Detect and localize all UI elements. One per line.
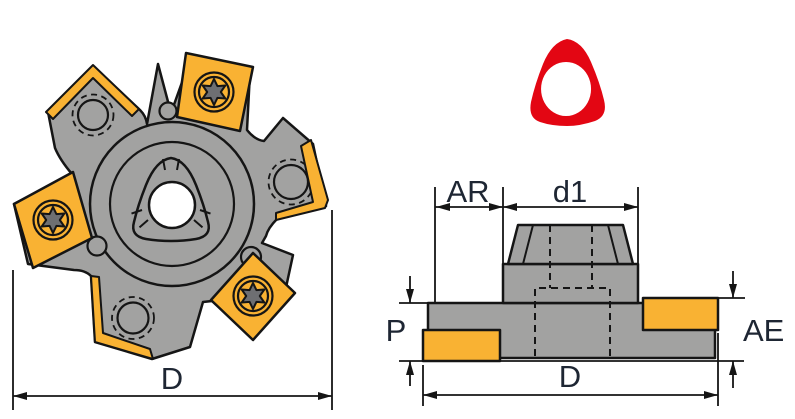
dimension-AR-d1: AR d1 [434,174,639,302]
trigon-bore-icon [131,156,211,243]
side-insert-bottom-left [421,328,502,363]
screw-hole-top-left [71,93,115,137]
dimension-label-P: P [386,313,407,348]
dimension-label-d1: d1 [553,174,587,209]
cutter-hub [506,223,635,266]
dimension-label-D-side: D [559,359,581,394]
cutter-front-view: D [12,51,333,410]
cutter-side-view: AR d1 P AE D [386,174,784,406]
dimension-P: P [386,276,429,386]
dimension-label-D-front: D [161,361,183,396]
hub-outer-circle [88,120,256,288]
edge-insert-top-left [45,64,140,120]
dimension-label-AR: AR [446,174,489,209]
center-bore [147,180,197,230]
side-insert-top-right [641,296,720,332]
cutter-collar [501,262,640,305]
edge-insert-bottom-left [90,275,154,360]
pocket-notch [158,101,178,121]
pocket-notch [86,235,108,257]
edge-insert-right [275,139,329,221]
hidden-bore-lines [549,225,593,288]
trigon-ring-icon [530,39,605,126]
dimension-D-side: D [422,333,719,406]
dimension-AE: AE [719,271,784,388]
hub-inner-circle [108,140,236,268]
dimension-D-front: D [12,210,333,410]
screw-hole-bottom-left [111,296,155,340]
hub-facet-lines [522,224,619,265]
dimension-label-AE: AE [743,313,784,348]
